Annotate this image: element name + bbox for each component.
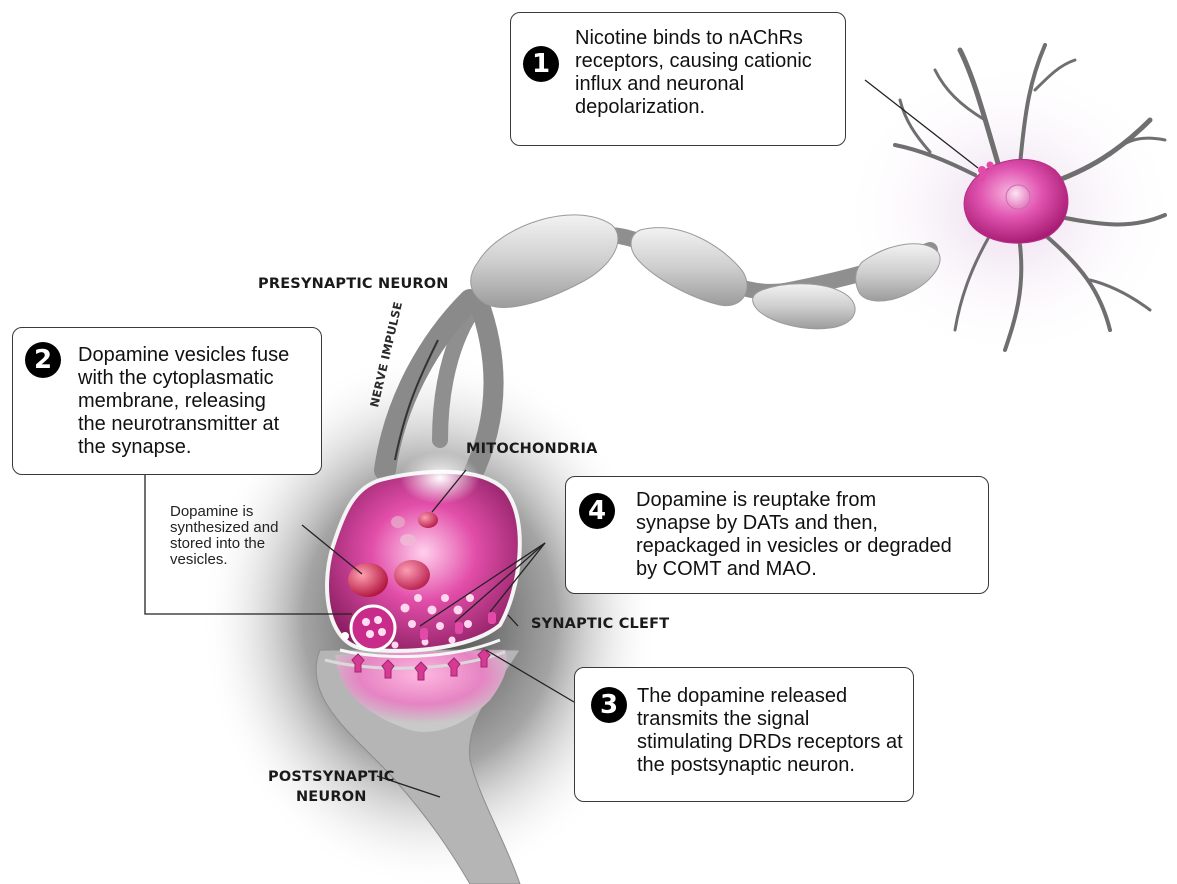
- step-2-line-5: the synapse.: [78, 436, 289, 459]
- neuron-nucleus: [1006, 185, 1030, 209]
- step-1-callout: 1 Nicotine binds to nAChRs receptors, ca…: [510, 12, 846, 146]
- step-1-line-1: Nicotine binds to nAChRs: [575, 27, 812, 50]
- step-1-line-3: influx and neuronal: [575, 73, 812, 96]
- step-1-badge: 1: [523, 46, 559, 82]
- dopamine-note-line-3: stored into the: [170, 536, 278, 552]
- step-1-text: Nicotine binds to nAChRs receptors, caus…: [575, 27, 812, 119]
- postsynaptic-label-line-2: NEURON: [268, 787, 395, 807]
- step-1-line-2: receptors, causing cationic: [575, 50, 812, 73]
- step-4-line-2: synapse by DATs and then,: [636, 512, 952, 535]
- postsynaptic-label-line-1: POSTSYNAPTIC: [268, 767, 395, 787]
- dopamine-note-line-4: vesicles.: [170, 552, 278, 568]
- step-4-line-3: repackaged in vesicles or degraded: [636, 535, 952, 558]
- terminal-flash: [400, 452, 480, 504]
- step-2-text: Dopamine vesicles fuse with the cytoplas…: [78, 344, 289, 459]
- step-4-line-4: by COMT and MAO.: [636, 558, 952, 581]
- step-3-badge: 3: [591, 687, 627, 723]
- dopamine-note-line-1: Dopamine is: [170, 504, 278, 520]
- step-2-line-1: Dopamine vesicles fuse: [78, 344, 289, 367]
- step-2-line-2: with the cytoplasmatic: [78, 367, 289, 390]
- step-4-callout: 4 Dopamine is reuptake from synapse by D…: [565, 476, 989, 594]
- mitochondria-label: MITOCHONDRIA: [466, 441, 598, 457]
- step-3-line-4: the postsynaptic neuron.: [637, 754, 903, 777]
- synaptic-cleft-label: SYNAPTIC CLEFT: [531, 616, 669, 632]
- step-3-callout: 3 The dopamine released transmits the si…: [574, 667, 914, 802]
- dopamine-note-line-2: synthesized and: [170, 520, 278, 536]
- step-2-callout: 2 Dopamine vesicles fuse with the cytopl…: [12, 327, 322, 475]
- dopamine-synthesis-note: Dopamine is synthesized and stored into …: [170, 504, 278, 568]
- postsynaptic-neuron-label: POSTSYNAPTIC NEURON: [268, 767, 395, 807]
- step-2-line-4: the neurotransmitter at: [78, 413, 289, 436]
- step-2-line-3: membrane, releasing: [78, 390, 289, 413]
- step-3-line-3: stimulating DRDs receptors at: [637, 731, 903, 754]
- docking-vesicle: [351, 606, 395, 650]
- step-3-line-2: transmits the signal: [637, 708, 903, 731]
- step-4-line-1: Dopamine is reuptake from: [636, 489, 952, 512]
- step-3-line-1: The dopamine released: [637, 685, 903, 708]
- step-3-text: The dopamine released transmits the sign…: [637, 685, 903, 777]
- step-4-badge: 4: [579, 493, 615, 529]
- presynaptic-neuron-label: PRESYNAPTIC NEURON: [258, 276, 449, 292]
- step-2-badge: 2: [25, 342, 61, 378]
- step-1-line-4: depolarization.: [575, 96, 812, 119]
- step-4-text: Dopamine is reuptake from synapse by DAT…: [636, 489, 952, 581]
